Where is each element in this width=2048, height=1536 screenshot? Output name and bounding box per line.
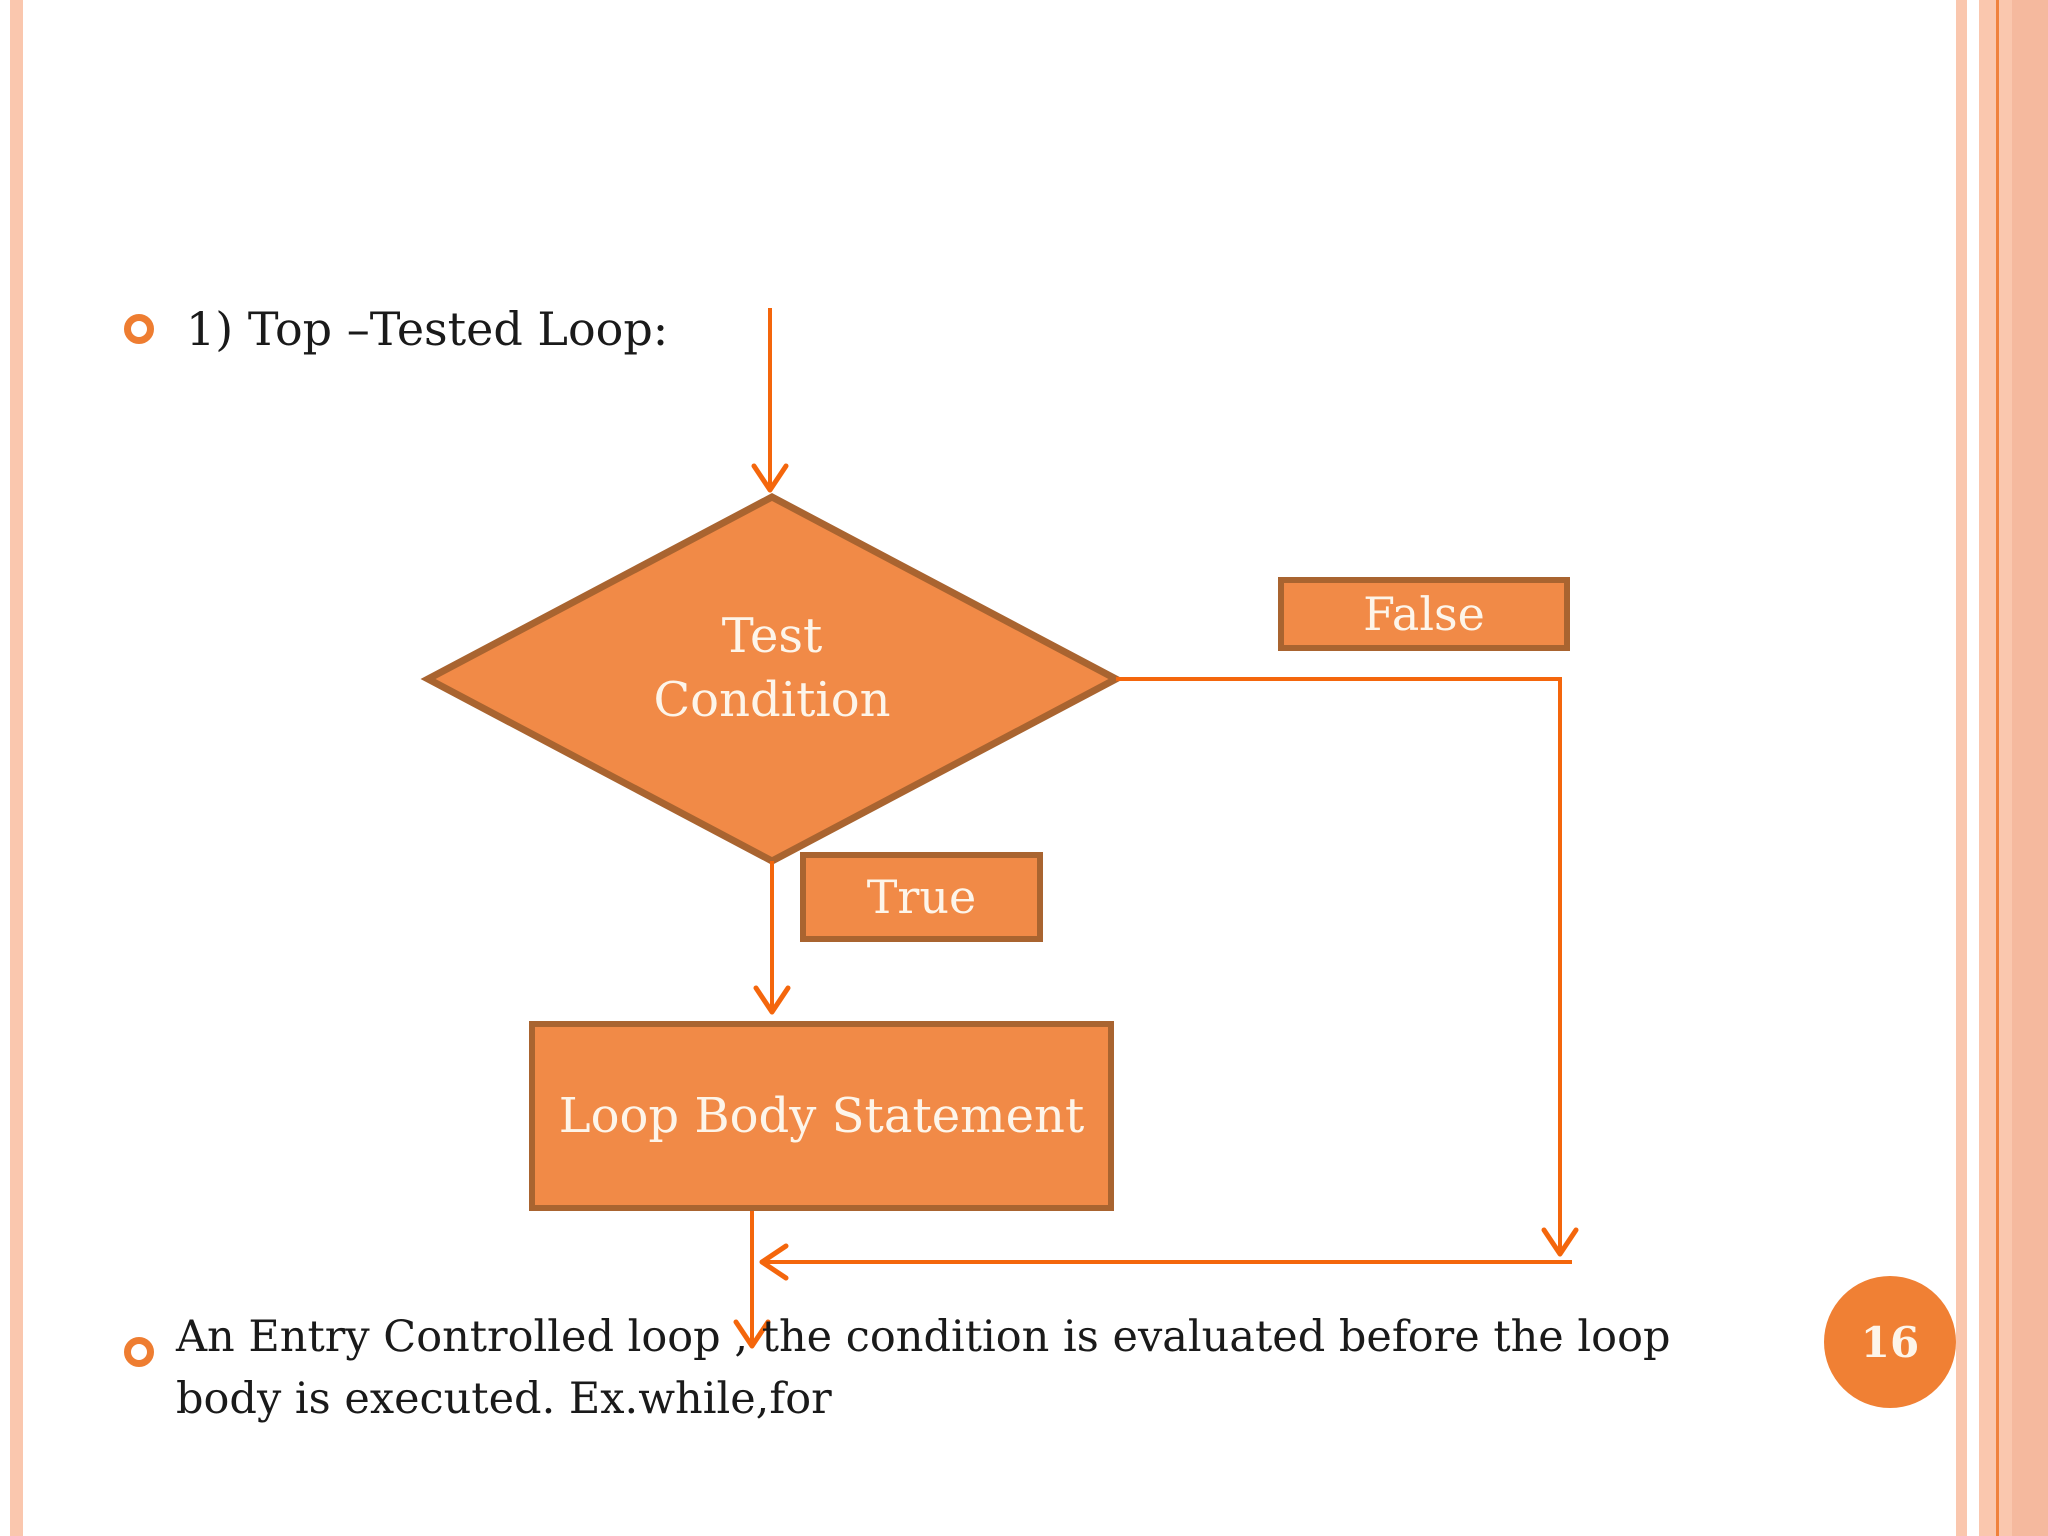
page-number-badge: 16 [1824, 1276, 1956, 1408]
slide-title: 1) Top –Tested Loop: [186, 302, 669, 356]
footer-line2: body is executed. Ex.while,for [176, 1374, 832, 1424]
bullet-icon [124, 1337, 154, 1367]
false-label-box: False [1278, 577, 1570, 651]
true-label: True [866, 870, 977, 924]
exit-arrow [733, 1211, 771, 1349]
right-edge-stripe-thin [1956, 0, 1967, 1536]
entry-arrow [751, 308, 789, 493]
loop-body-box: Loop Body Statement [529, 1021, 1114, 1211]
false-label: False [1363, 587, 1485, 641]
loop-back-arrow [759, 1243, 1572, 1281]
bullet-icon [124, 314, 154, 344]
footer-line1: An Entry Controlled loop , the condition… [176, 1312, 1671, 1362]
decision-label-line2: Condition [653, 672, 891, 728]
decision-label-line1: Test [721, 608, 823, 664]
loop-body-label: Loop Body Statement [558, 1088, 1085, 1144]
false-path-arrow [1116, 677, 1579, 1257]
left-edge-stripe [10, 0, 23, 1536]
right-edge-accent-line [1996, 0, 1999, 1536]
true-label-box: True [800, 852, 1043, 942]
decision-label: Test Condition [572, 604, 972, 732]
page-number: 16 [1860, 1317, 1920, 1367]
footer-paragraph: An Entry Controlled loop , the condition… [176, 1306, 1670, 1430]
true-arrow [753, 861, 791, 1015]
right-edge-stripe-shade [2012, 0, 2048, 1536]
